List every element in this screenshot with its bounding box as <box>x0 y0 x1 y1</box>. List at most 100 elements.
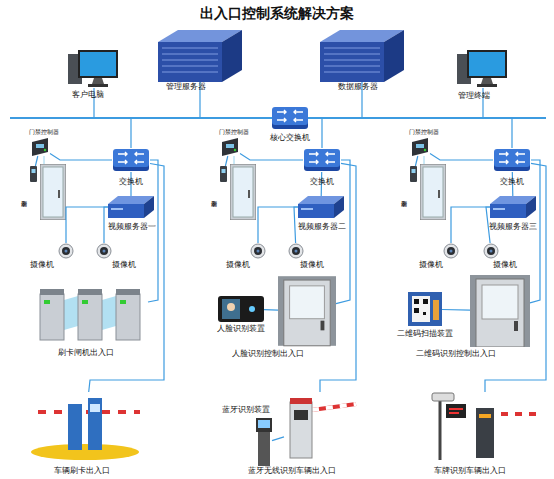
camera-icon <box>444 244 458 258</box>
network-cable <box>309 88 483 118</box>
gate-door-icon <box>278 276 336 346</box>
video-server-icon <box>490 196 536 218</box>
network-cable <box>66 207 108 243</box>
device-node: 人脸识别装置 <box>218 296 264 322</box>
plate-recognition-illustration <box>432 393 542 460</box>
device-node: 管理终端 <box>456 48 510 88</box>
device-label: 摄像机 <box>226 261 250 269</box>
device-node: 摄像机 <box>443 243 459 259</box>
camera-icon <box>484 244 498 258</box>
network-cable <box>200 82 271 118</box>
camera-icon <box>289 244 303 258</box>
device-node: 摄像机 <box>96 243 112 259</box>
server-icon <box>320 30 404 82</box>
device-node: 蓝牙无线识别车辆出入口 <box>284 392 356 460</box>
card-reader-icon <box>410 166 417 182</box>
device-node: 交换机 <box>112 148 150 172</box>
device-label: 蓝牙识别装置 <box>222 406 270 414</box>
network-cable <box>451 207 490 243</box>
camera-icon <box>59 244 73 258</box>
network-cable <box>320 163 356 392</box>
device-label: 客户电脑 <box>72 91 104 99</box>
device-label: 交换机 <box>500 178 524 186</box>
device-node: 视频服务器一 <box>108 196 154 218</box>
device-label: 交换机 <box>310 178 334 186</box>
network-cable <box>240 154 303 161</box>
device-node: 摄像机 <box>483 243 499 259</box>
network-cable <box>35 156 37 166</box>
device-label: 蓝牙无线识别车辆出入口 <box>248 467 336 475</box>
network-cable <box>415 156 417 166</box>
video-server-icon <box>108 196 154 218</box>
device-node: 门禁控制器 <box>220 138 240 156</box>
device-label: 管理终端 <box>458 92 490 100</box>
device-node: 视频服务器三 <box>490 196 536 218</box>
switch-icon <box>113 149 149 171</box>
device-node: 交换机 <box>493 148 531 172</box>
switch-icon <box>494 149 530 171</box>
network-cable <box>264 309 278 311</box>
device-label: 车辆刷卡出入口 <box>54 467 110 475</box>
network-cable <box>530 160 540 303</box>
device-label: 门禁控制器 <box>219 130 249 136</box>
card-reader-icon <box>220 166 227 182</box>
network-cable <box>336 160 350 304</box>
device-label: 摄像机 <box>419 261 443 269</box>
device-node: 刷卡闸机出入口 <box>36 282 148 344</box>
switch-icon <box>304 149 340 171</box>
device-node: 门禁控制器 <box>30 138 50 156</box>
device-node: 蓝牙识别装置 <box>256 418 272 468</box>
device-node: 刷卡器 <box>30 166 37 182</box>
device-label: 管理服务器 <box>166 83 206 91</box>
terminal-icon <box>457 50 507 87</box>
network-cable <box>272 437 284 441</box>
video-server-icon <box>298 196 344 218</box>
device-node: 核心交换机 <box>271 104 309 132</box>
gate-door-icon <box>470 275 530 347</box>
device-node: 二维码识别控制出入口 <box>470 275 530 347</box>
device-label: 门禁控制器 <box>29 130 59 136</box>
device-label: 摄像机 <box>300 261 324 269</box>
device-label: 门禁控制器 <box>409 130 439 136</box>
device-label: 摄像机 <box>493 261 517 269</box>
device-node: 刷卡器 <box>410 166 417 182</box>
network-cable <box>131 118 271 148</box>
device-label: 数据服务器 <box>338 83 378 91</box>
device-label: 视频服务器三 <box>489 223 537 231</box>
device-label: 人脸识别控制出入口 <box>232 350 304 358</box>
diagram-title: 出入口控制系统解决方案 <box>0 5 554 23</box>
face-device-illustration <box>218 296 264 322</box>
device-label: 刷卡闸机出入口 <box>58 349 114 357</box>
vehicle-barrier-illustration <box>30 398 140 460</box>
network-cable <box>430 154 493 161</box>
device-node: 刷卡器 <box>220 166 227 182</box>
device-label: 视频服务器二 <box>298 223 346 231</box>
network-cable <box>294 207 298 243</box>
device-label: 人脸识别装置 <box>217 325 265 333</box>
door-icon <box>40 164 66 220</box>
device-node: 客户电脑 <box>68 48 120 88</box>
network-cable <box>258 207 298 243</box>
controller-icon <box>412 138 428 156</box>
barrier-illustration <box>290 398 356 458</box>
network-cable <box>309 118 322 148</box>
device-node: 数据服务器 <box>318 30 406 82</box>
device-node: 人脸识别控制出入口 <box>278 275 336 347</box>
device-node: 交换机 <box>303 148 341 172</box>
door-icon <box>420 164 446 220</box>
core-switch-icon <box>272 107 308 129</box>
computer-icon <box>68 50 118 87</box>
door-icon <box>230 164 256 220</box>
network-cable <box>148 160 158 302</box>
device-node: 摄像机 <box>288 243 304 259</box>
device-label: 交换机 <box>119 178 143 186</box>
device-node: 门禁控制器 <box>410 138 430 156</box>
device-label: 核心交换机 <box>270 134 310 142</box>
network-cable <box>94 88 271 118</box>
device-label: 摄像机 <box>112 261 136 269</box>
device-label: 摄像机 <box>30 261 54 269</box>
device-node: 二维码扫描装置 <box>408 292 442 326</box>
device-node: 摄像机 <box>250 243 266 259</box>
